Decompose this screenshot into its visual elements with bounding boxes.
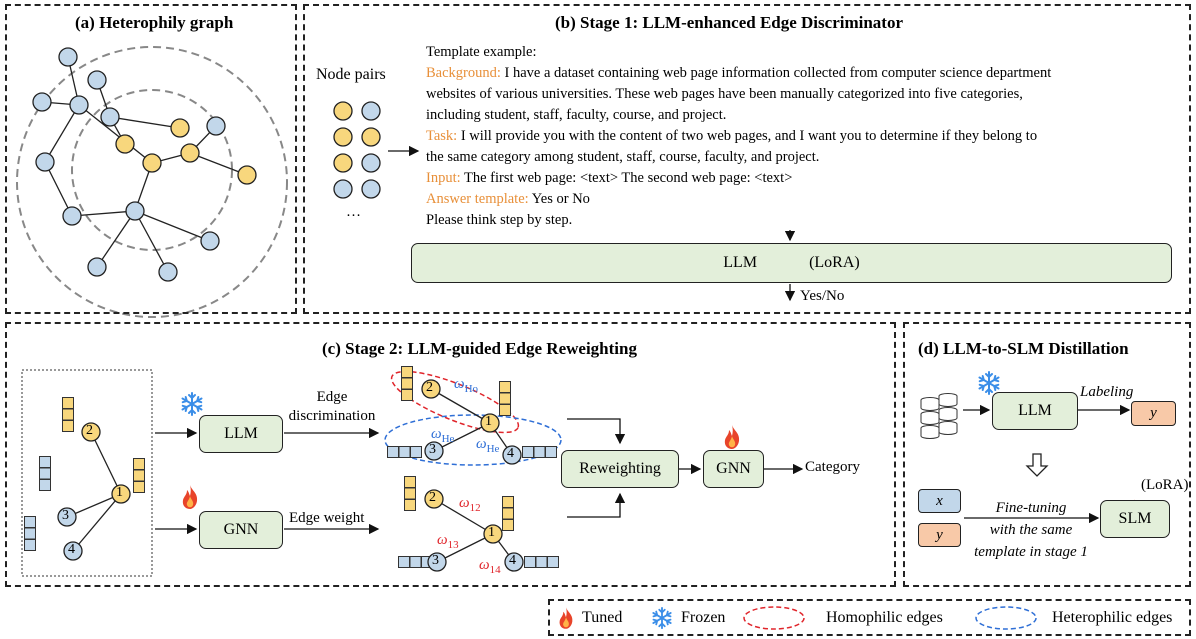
homophilic-legend-icon [743, 606, 805, 630]
dg-node-2-label: 2 [426, 380, 433, 395]
distill-llm-box: LLM [992, 392, 1078, 430]
template-background-2: websites of various universities. These … [426, 86, 1023, 102]
wg-node-3-label: 3 [432, 553, 439, 568]
lora-label: (LoRA) [809, 254, 860, 271]
omega-ho-label: ωHo [454, 376, 479, 395]
legend-heterophilic: Heterophilic edges [1052, 609, 1173, 626]
slm-lora-label: (LoRA) [1141, 477, 1189, 493]
llm-label: LLM [723, 254, 758, 271]
label-y-box: y [1131, 401, 1176, 426]
heterophilic-legend-icon [975, 606, 1037, 630]
discriminated-graph [384, 366, 562, 466]
panel-a-title: (a) Heterophily graph [75, 13, 234, 32]
panel-stage1 [303, 4, 1191, 314]
stage2-gnn-box: GNN [199, 511, 283, 549]
answer-label: Answer template: [426, 191, 529, 207]
slm-box: SLM [1100, 500, 1170, 538]
node-pairs-grid [333, 101, 381, 199]
template-answer: Answer template: Yes or No [426, 191, 590, 207]
template-task-2: the same category among student, staff, … [426, 149, 820, 165]
down-arrow-icon [1025, 453, 1049, 477]
node-4-label: 4 [68, 542, 75, 557]
weighted-graph [398, 476, 559, 572]
panel-distillation [903, 322, 1191, 587]
omega-he-label-right: ωHe [476, 436, 500, 455]
labeling-label: Labeling [1080, 384, 1134, 400]
dg-node-3-label: 3 [429, 442, 436, 457]
node-pairs-ellipsis: … [346, 204, 361, 220]
dg-node-1-label: 1 [485, 414, 492, 429]
panel-d-title: (d) LLM-to-SLM Distillation [918, 339, 1129, 358]
template-background: Background: I have a dataset containing … [426, 65, 1052, 81]
dg-node-4-label: 4 [507, 446, 514, 461]
template-input: Input: The first web page: <text> The se… [426, 170, 793, 186]
wg-node-1-label: 1 [488, 525, 495, 540]
finetune-label: Fine-tuning with the same template in st… [974, 500, 1088, 560]
legend-homophilic: Homophilic edges [826, 609, 943, 626]
wg-node-2-label: 2 [429, 490, 436, 505]
node-3-label: 3 [62, 508, 69, 523]
omega-he-label-left: ωHe [431, 426, 455, 445]
background-label: Background: [426, 65, 501, 81]
template-heading: Template example: [426, 44, 537, 60]
template-step: Please think step by step. [426, 212, 573, 228]
input-label: Input: [426, 170, 461, 186]
omega-14-label: ω14 [479, 557, 501, 576]
panel-stage2 [5, 322, 896, 587]
yes-no-output: Yes/No [800, 288, 845, 304]
node-2-label: 2 [86, 423, 93, 438]
template-task: Task: I will provide you with the conten… [426, 128, 1038, 144]
task-label: Task: [426, 128, 458, 144]
input-graph [24, 397, 145, 561]
llm-lora-box: LLM (LoRA) [411, 243, 1172, 283]
panel-c-title: (c) Stage 2: LLM-guided Edge Reweighting [322, 339, 637, 358]
label-y-box-2: y [918, 523, 961, 547]
omega-13-label: ω13 [437, 532, 459, 551]
reweighting-box: Reweighting [561, 450, 679, 488]
input-x-box: x [918, 489, 961, 513]
wg-node-4-label: 4 [509, 553, 516, 568]
node-pairs-label: Node pairs [316, 66, 386, 83]
panel-b-title: (b) Stage 1: LLM-enhanced Edge Discrimin… [555, 13, 904, 32]
omega-12-label: ω12 [459, 495, 481, 514]
category-label: Category [805, 459, 860, 475]
edge-weight-label: Edge weight [289, 510, 365, 526]
legend-tuned: Tuned [582, 609, 623, 626]
legend [548, 599, 1191, 636]
stage2-llm-box: LLM [199, 415, 283, 453]
stage2-gnn-output-box: GNN [703, 450, 764, 488]
panel-heterophily-graph [5, 4, 297, 314]
heterophily-graph [16, 46, 288, 318]
legend-frozen: Frozen [681, 609, 726, 626]
edge-discrimination-label: Edge discrimination [288, 389, 376, 424]
template-background-3: including student, staff, faculty, cours… [426, 107, 727, 123]
node-1-label: 1 [116, 485, 123, 500]
